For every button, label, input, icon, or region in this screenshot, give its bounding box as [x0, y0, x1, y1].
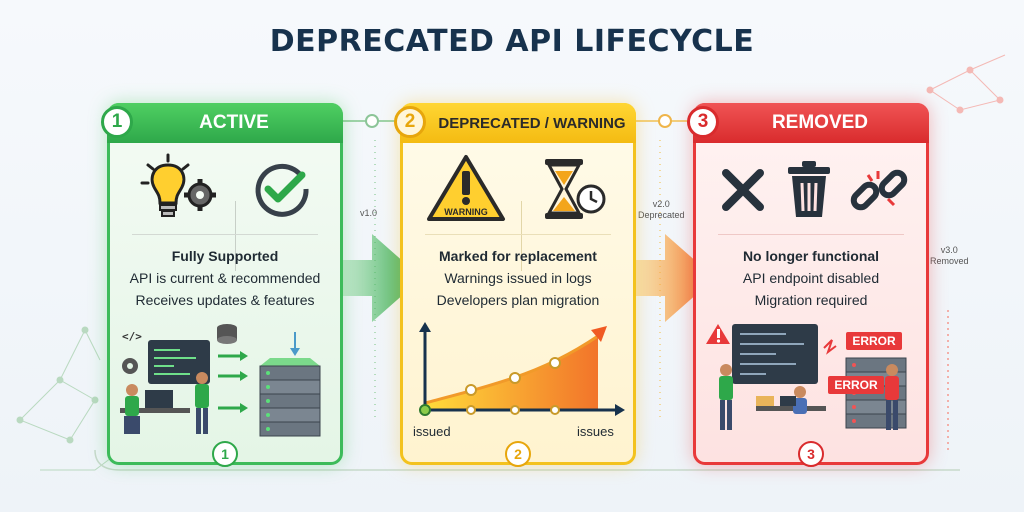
icon-divider — [521, 201, 522, 271]
stage-card-deprecated: 2 DEPRECATED / WARNING WARNING Marked fo… — [394, 103, 636, 465]
icon-row — [696, 151, 926, 231]
stage-description: Marked for replacement Warnings issued i… — [403, 246, 633, 311]
stage-detail-1: API is current & recommended — [129, 270, 321, 286]
version-v3-status: Removed — [930, 256, 969, 266]
gear-icon — [122, 358, 138, 374]
error-label-1: ERROR — [852, 334, 896, 348]
stage-detail-1: Warnings issued in logs — [444, 270, 592, 286]
broken-link-icon — [850, 169, 908, 211]
icon-row — [110, 151, 340, 271]
stage-bottom-marker-2: 2 — [505, 441, 531, 467]
stage-detail-2: Developers plan migration — [436, 292, 600, 308]
chart-axis-label-left: issued — [413, 424, 451, 439]
x-mark-icon — [722, 169, 764, 211]
database-icon — [217, 324, 237, 344]
stage-number-badge: 2 — [394, 106, 426, 138]
stage-title: ACTIVE — [199, 112, 269, 133]
icon-row: WARNING — [403, 151, 633, 271]
stage-description: Fully Supported API is current & recomme… — [110, 246, 340, 311]
server-rack-icon — [259, 358, 321, 437]
error-label-2: ERROR — [834, 378, 878, 392]
stage-description: No longer functional API endpoint disabl… — [696, 246, 926, 311]
stage-headline: No longer functional — [742, 248, 880, 264]
stage-title: DEPRECATED / WARNING — [438, 114, 626, 132]
stage-header-deprecated: 2 DEPRECATED / WARNING — [394, 103, 636, 143]
alert-icon — [706, 324, 730, 344]
stage-headline: Fully Supported — [171, 248, 279, 264]
version-label-v3: v3.0 Removed — [930, 245, 969, 267]
developer-server-illustration: </> — [120, 324, 321, 437]
version-label-v2: v2.0 Deprecated — [638, 199, 685, 221]
stage-card-active: 1 ACTIVE Fully Supported API is current … — [101, 103, 343, 465]
version-label-v1: v1.0 — [360, 208, 378, 218]
stage-detail-1: API endpoint disabled — [742, 270, 880, 286]
stage-headline: Marked for replacement — [439, 248, 597, 264]
stage-title: REMOVED — [771, 112, 869, 133]
arrow-active-to-deprecated — [330, 234, 422, 322]
stage-number-badge: 1 — [101, 106, 133, 138]
stage-card-removed: 3 REMOVED No longer functional API endpo… — [687, 103, 929, 465]
hourglass-clock-icon — [545, 159, 606, 219]
stage-header-active: 1 ACTIVE — [101, 103, 343, 143]
version-v2-status: Deprecated — [638, 210, 685, 220]
divider — [132, 234, 318, 235]
icon-divider — [235, 201, 236, 271]
svg-text:</>: </> — [122, 330, 142, 343]
divider — [718, 234, 904, 235]
page-title: DEPRECATED API LIFECYCLE — [269, 24, 755, 59]
version-v3-number: v3.0 — [940, 245, 958, 255]
chart-axis-label-right: issues — [577, 424, 614, 439]
stage-detail-2: Migration required — [754, 292, 868, 308]
stage-bottom-marker-3: 3 — [798, 441, 824, 467]
warning-sign-text: WARNING — [444, 207, 488, 217]
stage-number-badge: 3 — [687, 106, 719, 138]
server-error-illustration: ERROR ERROR — [706, 324, 907, 430]
stage-header-removed: 3 REMOVED — [687, 103, 929, 143]
stage-bottom-marker-1: 1 — [212, 441, 238, 467]
arrow-deprecated-to-removed — [623, 234, 715, 322]
divider — [425, 234, 611, 235]
version-v2-number: v2.0 — [652, 199, 670, 209]
stage-detail-2: Receives updates & features — [135, 292, 315, 308]
trash-icon — [788, 161, 830, 217]
warning-sign-icon: WARNING — [427, 155, 505, 221]
checkmark-icon — [255, 163, 309, 217]
lightbulb-gear-icon — [140, 153, 216, 217]
trend-chart-icon — [419, 322, 625, 416]
